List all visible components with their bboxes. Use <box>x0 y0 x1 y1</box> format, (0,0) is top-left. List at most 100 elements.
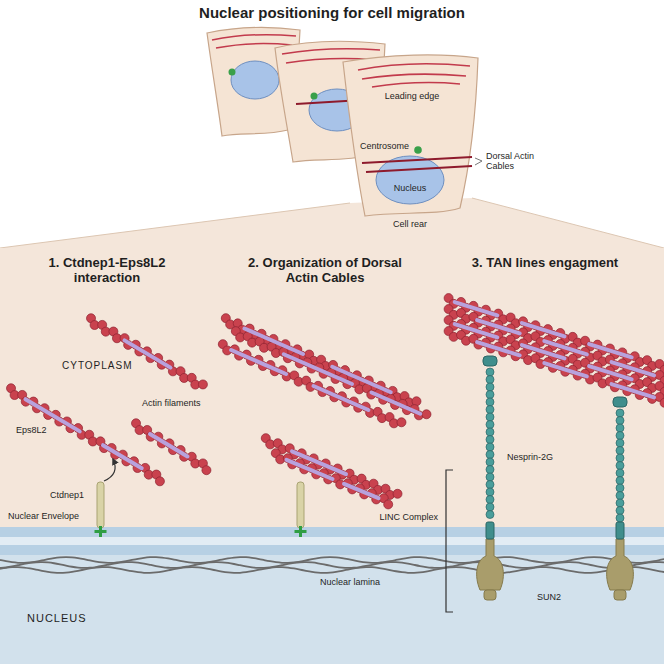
sun2-body <box>477 539 504 590</box>
part-label: Dorsal Actin Cables <box>484 151 550 172</box>
nesprin-bead <box>616 462 624 470</box>
actin <box>271 449 392 509</box>
eps8l2-segment <box>522 323 565 336</box>
eps8l2-segment <box>292 451 346 474</box>
nesprin <box>616 409 624 522</box>
actin <box>444 316 664 397</box>
region-label: Leading edge <box>383 91 442 101</box>
actin <box>132 419 211 475</box>
cell-back-part <box>212 35 296 40</box>
nesprin-bead <box>616 447 624 455</box>
cell-middle-part <box>311 93 318 100</box>
actin <box>231 327 431 420</box>
complex-label: LINC Complex <box>377 512 440 522</box>
nesprin-bead <box>616 417 624 425</box>
part-label: Nucleus <box>392 183 429 193</box>
nesprin-bead <box>486 436 494 444</box>
actin <box>444 294 664 375</box>
nesprin-head <box>483 356 497 366</box>
protein-label: Nesprin-2G <box>505 452 555 462</box>
eps8l2-segment <box>150 434 188 457</box>
part-label: Actin filaments <box>140 398 203 408</box>
nesprin-head <box>613 397 627 407</box>
protein-label: Ctdnep1 <box>48 490 86 500</box>
zoom-wedge-part <box>0 203 350 248</box>
nesprin-bead <box>486 406 494 414</box>
nesprin-bead <box>486 488 494 496</box>
eps8l2-segment <box>287 460 333 479</box>
zoom-wedge-part <box>472 198 664 248</box>
lamina-strand <box>0 567 664 573</box>
nesprin-bead <box>486 421 494 429</box>
figure-title: Nuclear positioning for cell migration <box>197 4 467 21</box>
actin-bead <box>155 477 164 486</box>
nesprin-bead <box>616 439 624 447</box>
panel-heading: 2. Organization of Dorsal Actin Cables <box>243 256 408 286</box>
eps8l2-segment <box>455 324 498 337</box>
nesprin-bead <box>486 511 494 519</box>
nesprin-bead <box>486 383 494 391</box>
nesprin-bead <box>616 454 624 462</box>
cell-front-part <box>366 166 472 172</box>
nesprin-kash <box>486 522 494 539</box>
sun2-domain <box>484 590 496 600</box>
zoom-wedge-part <box>0 198 664 248</box>
nesprin-bead <box>616 507 624 515</box>
eps8l2-segment <box>455 302 498 315</box>
nesprin-kash <box>616 522 624 539</box>
nuclear-envelope <box>0 527 664 664</box>
sun2-domain <box>614 590 626 600</box>
actin-bead <box>202 466 211 475</box>
nesprin-bead <box>616 484 624 492</box>
eps8l2-segment <box>231 350 286 374</box>
protein-label: Eps8L2 <box>14 425 49 435</box>
binding-arrow-part <box>104 459 115 481</box>
nuclear-lamina <box>0 557 664 573</box>
compartment-label: NUCLEUS <box>25 612 89 625</box>
nesprin-bead <box>486 481 494 489</box>
nuclear-envelope-part <box>0 555 664 664</box>
zoom-wedge-part <box>0 248 664 528</box>
actin <box>261 434 402 500</box>
cell-front-part <box>475 158 482 161</box>
actin-bead <box>393 489 402 498</box>
nesprin-bead <box>486 466 494 474</box>
eps8l2-segment <box>544 363 587 376</box>
nesprin-bead <box>616 469 624 477</box>
eps8l2-segment <box>284 354 352 384</box>
linc-bracket <box>446 470 453 612</box>
nesprin-bead <box>486 376 494 384</box>
actin-filament <box>7 294 664 509</box>
eps8l2-protein <box>26 302 655 498</box>
nesprin-bead <box>486 428 494 436</box>
eps8l2-segment <box>477 342 520 355</box>
cell-back-part <box>229 69 236 76</box>
nesprin-bead <box>616 514 624 522</box>
eps8l2-segment <box>589 366 632 379</box>
nesprin <box>486 368 494 519</box>
panel-heading: 1. Ctdnep1-Eps8L2 interaction <box>12 256 202 286</box>
ctdnep1-protein <box>95 482 307 537</box>
cell-front-part <box>376 156 444 204</box>
nesprin-bead <box>486 398 494 406</box>
nuclear-envelope-part <box>0 527 664 537</box>
protein-label: SUN2 <box>535 592 563 602</box>
ctdnep1-protein-part <box>99 526 102 537</box>
region-label: Cell rear <box>391 219 429 229</box>
part-label: Centrosome <box>358 141 411 151</box>
eps8l2-segment <box>372 393 421 414</box>
nesprin-bead <box>616 499 624 507</box>
nuclear-envelope-part <box>0 545 664 555</box>
nuclear-envelope-part <box>0 537 664 545</box>
ctdnep1-protein-part <box>299 526 302 537</box>
nesprin-bead <box>486 391 494 399</box>
cell-front-part <box>358 64 470 70</box>
cell-front-part <box>362 157 472 163</box>
sun2-body <box>607 539 634 590</box>
actin <box>221 314 421 407</box>
eps8l2-segment <box>589 344 632 357</box>
eps8l2-segment <box>314 386 369 410</box>
eps8l2-segment <box>245 329 304 355</box>
